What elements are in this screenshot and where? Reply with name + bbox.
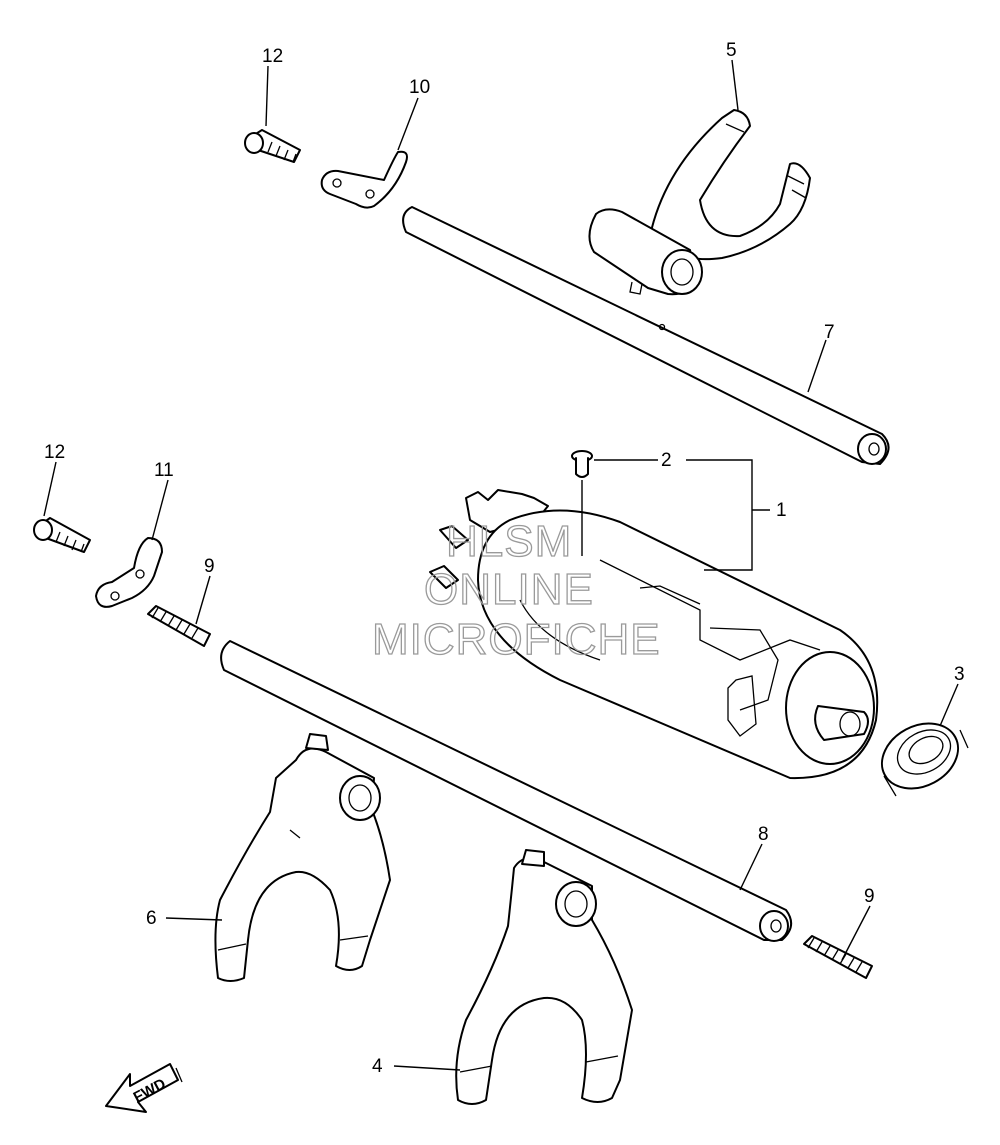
screw-12-bottom (33, 517, 91, 553)
leader-lines (43, 59, 959, 1071)
spring-9-left (147, 605, 211, 647)
watermark-line-3: MICROFICHE (372, 615, 661, 664)
callout-5: 5 (726, 40, 737, 61)
bearing-3 (880, 722, 969, 797)
callout-1: 1 (776, 500, 787, 521)
callout-10: 10 (409, 77, 430, 98)
shift-shaft-7 (402, 206, 890, 465)
shift-drum-1 (429, 489, 879, 780)
callout-9-left: 9 (204, 556, 215, 577)
callout-6: 6 (146, 908, 157, 929)
spring-9-right (803, 935, 873, 979)
shift-fork-4 (455, 849, 633, 1105)
shift-fork-5 (588, 109, 811, 296)
callout-8: 8 (758, 824, 769, 845)
plate-10 (320, 150, 408, 209)
callout-2: 2 (661, 450, 672, 471)
watermark-line-1: HLSM (446, 517, 572, 566)
callout-9-right: 9 (864, 886, 875, 907)
watermark-line-2: ONLINE (424, 565, 594, 614)
callout-7: 7 (824, 322, 835, 343)
fwd-arrow-icon: FWD (105, 1063, 183, 1113)
shift-shaft-8 (220, 640, 793, 942)
callout-3: 3 (954, 664, 965, 685)
plate-11 (95, 537, 163, 608)
watermark: HLSM ONLINE MICROFICHE (371, 516, 661, 664)
callout-4: 4 (372, 1056, 383, 1077)
shift-fork-6 (214, 733, 391, 982)
callout-12-top: 12 (262, 46, 283, 67)
callouts: 12 10 5 7 12 11 9 2 1 3 8 9 6 4 (44, 40, 965, 1077)
callout-11: 11 (154, 460, 174, 481)
screw-12-top (244, 129, 301, 163)
callout-12-bottom: 12 (44, 442, 65, 463)
pin-2 (571, 450, 593, 478)
